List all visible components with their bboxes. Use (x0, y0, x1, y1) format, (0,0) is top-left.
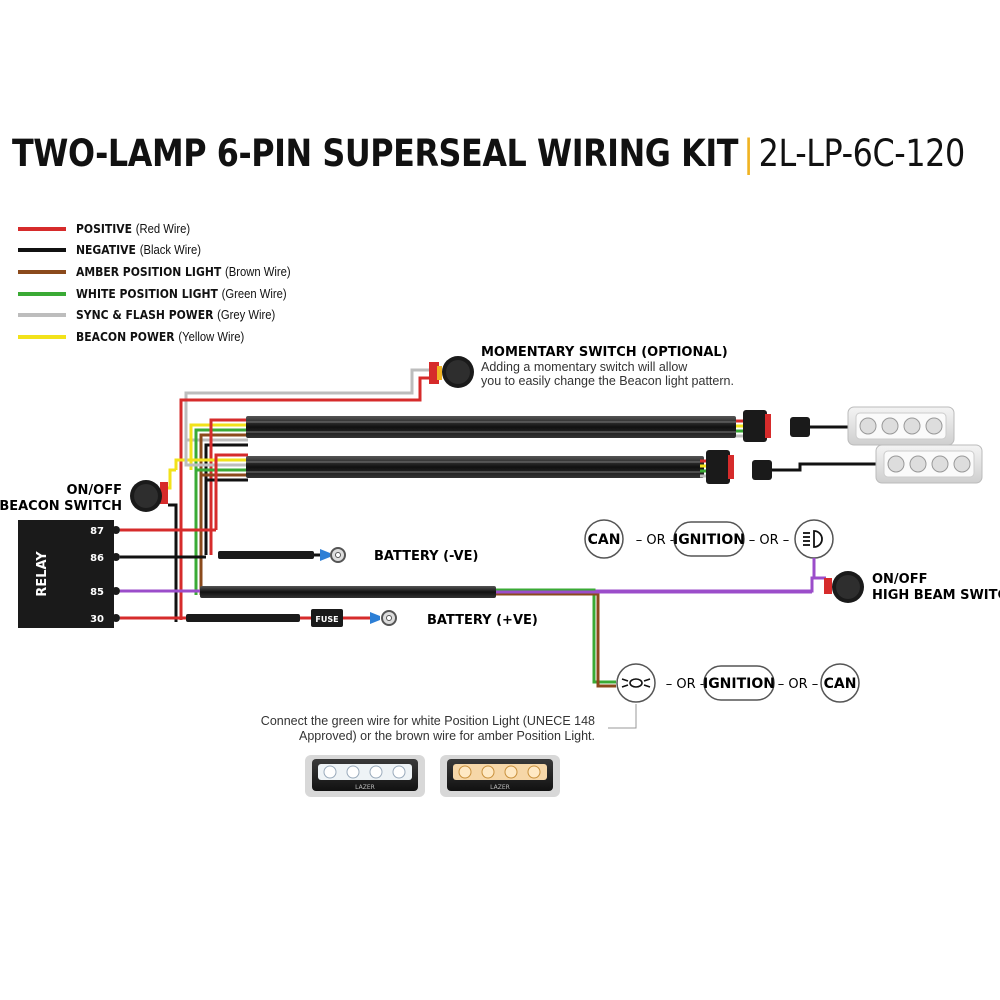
bottom-option-ignition: IGNITION (703, 676, 775, 692)
battery-negative-label: BATTERY (-VE) (374, 549, 478, 564)
loom-lower (246, 456, 708, 478)
lamp-upper-icon (847, 406, 955, 446)
beacon-switch-label-2: BEACON SWITCH (0, 499, 122, 514)
fuse-label: FUSE (315, 615, 338, 624)
position-light-icon (621, 678, 651, 688)
position-note-2: Approved) or the brown wire for amber Po… (299, 729, 595, 743)
beacon-switch-icon (130, 480, 162, 512)
white-position-lamp-icon: LAZER (305, 755, 425, 797)
top-options: CAN – OR – IGNITION – OR – (584, 519, 834, 559)
note-leader-line (608, 704, 637, 729)
title-separator: | (743, 132, 754, 175)
high-beam-switch-icon (832, 571, 864, 603)
connector-lower (706, 450, 876, 484)
battery-negative-lead (218, 547, 346, 563)
momentary-switch-title: MOMENTARY SWITCH (OPTIONAL) (481, 345, 728, 360)
legend-swatch (18, 248, 66, 253)
battery-positive-label: BATTERY (+VE) (427, 613, 538, 628)
relay-label: RELAY (35, 551, 50, 597)
top-option-can: CAN (588, 532, 621, 548)
legend-sub: (Yellow Wire) (178, 329, 245, 344)
legend-item-white: WHITE POSITION LIGHT (Green Wire) (18, 283, 314, 305)
connector-upper (743, 410, 848, 442)
lamp-brand-white: LAZER (355, 784, 375, 791)
legend-label: SYNC & FLASH POWER (76, 308, 214, 323)
position-note-1: Connect the green wire for white Positio… (261, 714, 595, 728)
battery-positive-lead: FUSE (186, 609, 397, 627)
legend-label: WHITE POSITION LIGHT (76, 286, 218, 301)
bottom-option-can: CAN (824, 676, 857, 692)
legend-sub: (Brown Wire) (224, 264, 291, 279)
beacon-switch-wiring (160, 468, 178, 622)
beacon-switch-label-1: ON/OFF (67, 483, 123, 498)
lamp-brand-amber: LAZER (490, 784, 510, 791)
headlight-icon (803, 530, 823, 548)
legend-sub: (Grey Wire) (217, 308, 276, 323)
title-main: TWO-LAMP 6-PIN SUPERSEAL WIRING KIT (12, 132, 739, 175)
control-wires (174, 418, 248, 620)
kit-code: 2L-LP-6C-120 (758, 132, 966, 175)
top-or-2: – OR – (749, 533, 790, 548)
lamp-lower-icon (875, 444, 983, 484)
momentary-switch-note-2: you to easily change the Beacon light pa… (481, 374, 734, 388)
momentary-switch-icon (442, 356, 474, 388)
loom-position (200, 586, 812, 688)
legend-swatch (18, 291, 66, 296)
legend-sub: (Red Wire) (135, 221, 191, 236)
legend-swatch (18, 313, 66, 318)
legend-item-sync: SYNC & FLASH POWER (Grey Wire) (18, 304, 314, 326)
relay-block: RELAY 87 86 85 30 (18, 520, 120, 628)
top-or-1: – OR – (636, 533, 677, 548)
legend-sub: (Green Wire) (221, 286, 287, 301)
relay-pin-87: 87 (90, 526, 104, 537)
relay-pin-85: 85 (90, 587, 104, 598)
bottom-or-1: – OR – (666, 677, 707, 692)
legend-sub: (Black Wire) (139, 243, 201, 258)
top-option-ignition: IGNITION (673, 532, 745, 548)
bottom-options: – OR – IGNITION – OR – CAN (616, 663, 860, 703)
high-beam-label-2: HIGH BEAM SWITCH (872, 588, 1000, 603)
legend-label: AMBER POSITION LIGHT (76, 264, 222, 279)
relay-pin-86: 86 (90, 553, 104, 564)
loom-upper (246, 416, 744, 438)
legend-label: NEGATIVE (76, 243, 136, 258)
legend-item-negative: NEGATIVE (Black Wire) (18, 240, 314, 262)
legend-swatch (18, 269, 66, 274)
page-title: TWO-LAMP 6-PIN SUPERSEAL WIRING KIT|2L-L… (12, 132, 965, 175)
relay-pin-30: 30 (90, 614, 104, 625)
high-beam-wiring (812, 558, 832, 594)
legend-item-positive: POSITIVE (Red Wire) (18, 218, 314, 240)
amber-position-lamp-icon: LAZER (440, 755, 560, 797)
momentary-switch-wiring (179, 362, 442, 425)
legend-label: BEACON POWER (76, 329, 175, 344)
legend-item-amber: AMBER POSITION LIGHT (Brown Wire) (18, 261, 314, 283)
legend-item-beacon: BEACON POWER (Yellow Wire) (18, 326, 314, 348)
bottom-or-2: – OR – (778, 677, 819, 692)
legend-swatch (18, 334, 66, 339)
wire-legend: POSITIVE (Red Wire) NEGATIVE (Black Wire… (18, 218, 314, 348)
high-beam-label-1: ON/OFF (872, 572, 928, 587)
legend-label: POSITIVE (76, 221, 133, 236)
momentary-switch-note-1: Adding a momentary switch will allow (481, 360, 688, 374)
legend-swatch (18, 226, 66, 231)
